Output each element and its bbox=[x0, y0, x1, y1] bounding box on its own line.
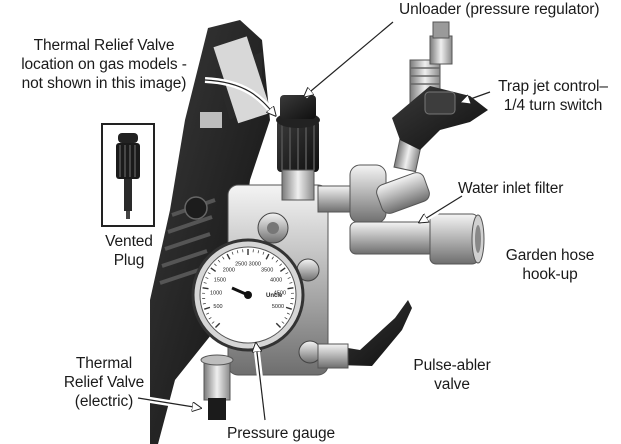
gauge-tick bbox=[257, 250, 260, 254]
label-garden-hose: Garden hose hook-up bbox=[505, 247, 595, 283]
gauge-tick bbox=[210, 267, 217, 273]
gauge-tick bbox=[203, 282, 207, 284]
gauge-tick bbox=[222, 256, 225, 260]
gauge-tick bbox=[205, 277, 209, 279]
gauge-tick-label: 2000 bbox=[223, 267, 235, 273]
label-thermal-relief-electric: Thermal Relief Valve (electric) bbox=[63, 355, 145, 410]
gauge-tick bbox=[265, 253, 270, 260]
gauge-tick bbox=[207, 272, 211, 275]
vented-plug-inset bbox=[101, 123, 155, 227]
gauge-tick bbox=[275, 259, 279, 263]
label-unloader: Unloader (pressure regulator) bbox=[399, 1, 600, 18]
gauge-tick bbox=[290, 303, 294, 305]
gauge-tick-label: 3000 bbox=[249, 262, 261, 268]
gauge-tick-label: 5000 bbox=[272, 304, 284, 310]
gauge-tick bbox=[271, 256, 274, 260]
thermal-relief-valve-electric bbox=[200, 354, 234, 420]
gauge-tick-label: 2500 bbox=[235, 262, 247, 268]
gauge-tick bbox=[213, 263, 217, 267]
gauge-tick bbox=[262, 251, 265, 255]
gauge-tick bbox=[204, 306, 211, 310]
gauge-tick bbox=[236, 250, 239, 254]
gauge-tick-label: 1000 bbox=[210, 291, 222, 297]
gauge-tick bbox=[289, 282, 293, 284]
gauge-tick bbox=[285, 306, 292, 310]
gauge-tick-label: 500 bbox=[213, 304, 222, 310]
arrow-trap-jet bbox=[462, 91, 491, 102]
gauge-tick-label: 4000 bbox=[270, 278, 282, 284]
label-trap-jet: Trap jet control– 1/4 turn switch bbox=[498, 78, 608, 114]
label-water-inlet-filter: Water inlet filter bbox=[458, 180, 564, 197]
label-pulse-abler: Pulse-abler valve bbox=[413, 357, 491, 393]
gauge-tick bbox=[275, 322, 282, 329]
gauge-brand: Uncle bbox=[266, 293, 283, 299]
gauge-tick bbox=[226, 253, 231, 260]
label-thermal-relief-gas: Thermal Relief Valve location on gas mod… bbox=[21, 37, 187, 92]
gauge-tick-label: 3500 bbox=[261, 267, 273, 273]
gauge-tick bbox=[211, 321, 215, 324]
gauge-tick-label: 1500 bbox=[214, 278, 226, 284]
gauge-tick bbox=[279, 267, 286, 273]
callout-arrows bbox=[137, 19, 491, 421]
gauge-tick bbox=[217, 259, 221, 263]
unloader-valve bbox=[276, 95, 320, 201]
label-pressure-gauge: Pressure gauge bbox=[227, 425, 336, 442]
gauge-tick bbox=[206, 312, 210, 315]
vented-plug-icon bbox=[116, 133, 140, 219]
gauge-tick bbox=[214, 322, 221, 329]
gauge-tick bbox=[281, 321, 285, 324]
gauge-tick bbox=[208, 317, 212, 320]
gauge-tick bbox=[287, 287, 294, 290]
gauge-tick-marks bbox=[202, 249, 294, 329]
fittings bbox=[317, 21, 485, 265]
gauge-tick bbox=[284, 317, 288, 320]
gauge-tick bbox=[285, 272, 289, 275]
gauge-tick-label: 4500 bbox=[274, 291, 286, 297]
gauge-tick bbox=[279, 263, 283, 267]
gauge-tick bbox=[202, 287, 209, 290]
gauge-tick bbox=[287, 277, 291, 279]
gauge-tick bbox=[231, 251, 234, 255]
label-vented-plug: Vented Plug bbox=[105, 233, 153, 269]
gauge-tick bbox=[286, 312, 290, 315]
pulse-abler-lever bbox=[317, 300, 412, 369]
trap-jet-knob bbox=[392, 86, 488, 150]
gauge-tick bbox=[202, 303, 206, 305]
